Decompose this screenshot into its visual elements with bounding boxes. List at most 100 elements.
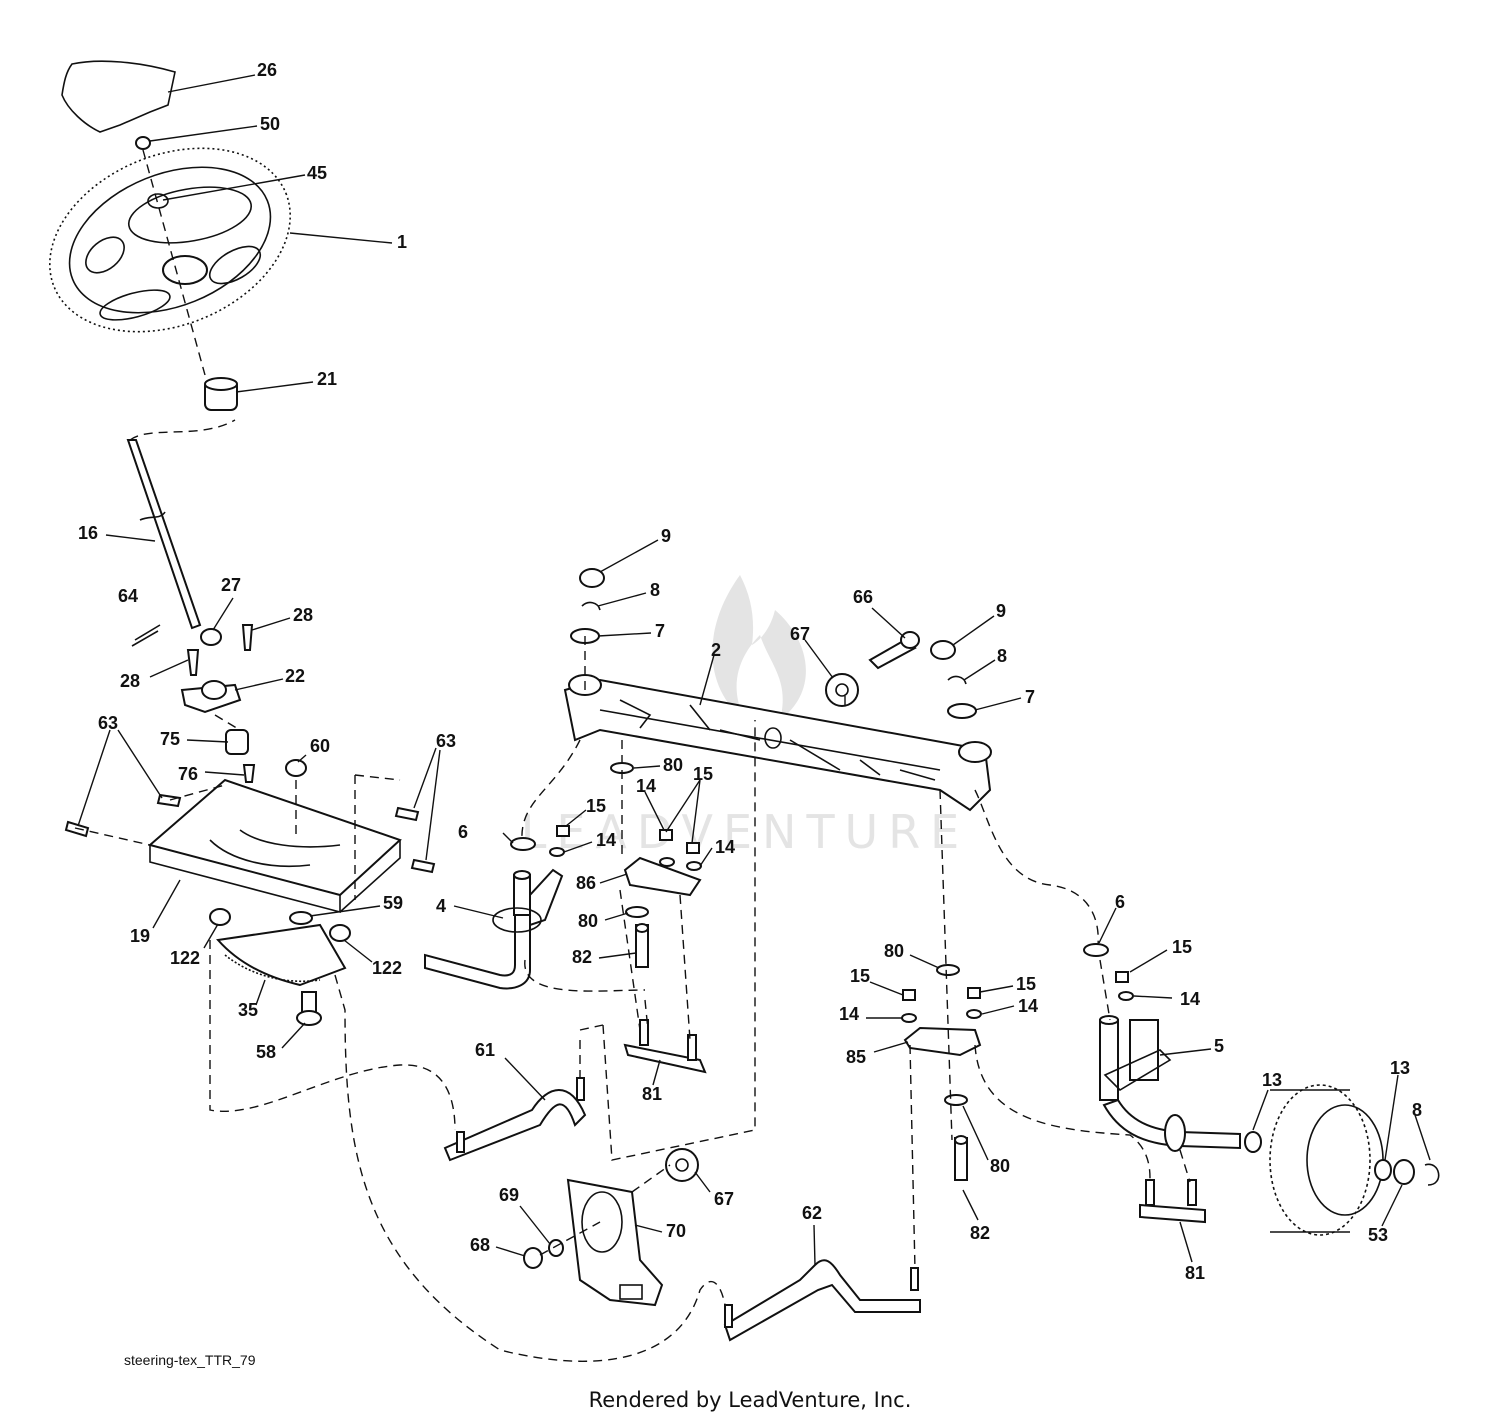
washer-14-a bbox=[549, 847, 565, 857]
washer-13-right bbox=[1374, 1159, 1392, 1181]
render-credit: Rendered by LeadVenture, Inc. bbox=[588, 1388, 912, 1412]
callout-85: 85 bbox=[846, 1047, 866, 1067]
callout-76: 76 bbox=[178, 764, 198, 784]
steering-arm-86 bbox=[623, 856, 702, 897]
callout-68: 68 bbox=[470, 1235, 490, 1255]
callout-53: 53 bbox=[1368, 1225, 1388, 1245]
callout-15-a: 15 bbox=[586, 796, 606, 816]
callout-28-right: 28 bbox=[293, 605, 313, 625]
watermark: LEADVENTURE bbox=[521, 575, 959, 859]
bracket-22 bbox=[180, 680, 242, 714]
spindle-4 bbox=[424, 868, 564, 990]
callout-70: 70 bbox=[666, 1221, 686, 1241]
callout-22: 22 bbox=[285, 666, 305, 686]
callout-14-a: 14 bbox=[596, 830, 616, 850]
nut-60 bbox=[285, 759, 307, 777]
bolt-58 bbox=[296, 991, 322, 1026]
bushing-21 bbox=[204, 377, 238, 411]
washer-27 bbox=[200, 628, 222, 646]
callout-45: 45 bbox=[307, 163, 327, 183]
callout-14-b: 14 bbox=[636, 776, 656, 796]
bracket-70 bbox=[566, 1178, 664, 1307]
callout-80-a: 80 bbox=[663, 755, 683, 775]
diagram-reference-label: steering-tex_TTR_79 bbox=[124, 1352, 256, 1368]
washer-14-f bbox=[1118, 991, 1134, 1001]
callout-69: 69 bbox=[499, 1185, 519, 1205]
callout-64: 64 bbox=[118, 586, 138, 606]
clip-8-left bbox=[581, 601, 601, 611]
leader-lines bbox=[77, 74, 1431, 1266]
callout-14-f: 14 bbox=[1180, 989, 1200, 1009]
callout-13-left: 13 bbox=[1262, 1070, 1282, 1090]
callout-67-top: 67 bbox=[790, 624, 810, 644]
callout-7-right: 7 bbox=[1025, 687, 1035, 707]
steering-arm-85 bbox=[903, 1026, 982, 1057]
callout-62: 62 bbox=[802, 1203, 822, 1223]
callout-63-left: 63 bbox=[98, 713, 118, 733]
callout-8-left: 8 bbox=[650, 580, 660, 600]
seat-cover-26 bbox=[61, 60, 176, 133]
washer-13-left bbox=[1244, 1131, 1262, 1153]
washer-80-c bbox=[936, 964, 960, 976]
washer-59 bbox=[289, 911, 313, 925]
callout-4: 4 bbox=[436, 896, 446, 916]
bolt-63-a bbox=[156, 793, 182, 808]
nut-15-c bbox=[686, 842, 700, 854]
nut-15-f bbox=[1115, 971, 1129, 983]
washer-80-d bbox=[944, 1094, 968, 1106]
callout-66: 66 bbox=[853, 587, 873, 607]
washer-6-left bbox=[510, 837, 536, 851]
washer-14-d bbox=[901, 1013, 917, 1023]
nut-15-a bbox=[556, 825, 570, 837]
washer-69 bbox=[548, 1239, 564, 1257]
callout-14-c: 14 bbox=[715, 837, 735, 857]
steering-plate-19 bbox=[147, 778, 402, 914]
callout-67-bottom: 67 bbox=[714, 1189, 734, 1209]
callout-7-left: 7 bbox=[655, 621, 665, 641]
callout-86: 86 bbox=[576, 873, 596, 893]
callout-75: 75 bbox=[160, 729, 180, 749]
cap-9-left bbox=[579, 568, 605, 588]
callout-6-right: 6 bbox=[1115, 892, 1125, 912]
nut-15-d bbox=[902, 989, 916, 1001]
nut-50 bbox=[135, 136, 151, 150]
bolt-28-right bbox=[241, 624, 254, 651]
washer-14-e bbox=[966, 1009, 982, 1019]
callout-2: 2 bbox=[711, 640, 721, 660]
pivot-67-bottom bbox=[665, 1148, 699, 1182]
callout-35: 35 bbox=[238, 1000, 258, 1020]
sector-gear-35 bbox=[216, 923, 347, 987]
washer-6-right bbox=[1083, 943, 1109, 957]
callout-15-b: 15 bbox=[693, 764, 713, 784]
bolt-63-d bbox=[410, 858, 436, 874]
tie-rod-62 bbox=[723, 1259, 921, 1342]
callout-82-left: 82 bbox=[572, 947, 592, 967]
callout-8-right: 8 bbox=[997, 646, 1007, 666]
pin-64 bbox=[131, 624, 161, 647]
spindle-5 bbox=[1099, 1015, 1241, 1152]
front-axle-2 bbox=[563, 674, 992, 812]
callout-6-left: 6 bbox=[458, 822, 468, 842]
washer-53 bbox=[1393, 1159, 1415, 1185]
nut-68 bbox=[523, 1247, 543, 1269]
ball-joint-82-left bbox=[635, 923, 649, 968]
washer-14-b bbox=[659, 857, 675, 867]
callout-labels: 26 50 45 1 21 16 64 27 28 28 22 63 75 60… bbox=[78, 60, 1422, 1283]
bolt-63-c bbox=[394, 806, 420, 822]
callout-19: 19 bbox=[130, 926, 150, 946]
spacer-122-right bbox=[329, 924, 351, 942]
wheel bbox=[1269, 1084, 1384, 1236]
connection-lines bbox=[74, 149, 1191, 1362]
drag-link-81-right bbox=[1139, 1179, 1206, 1224]
nut-15-e bbox=[967, 987, 981, 999]
callout-13-right: 13 bbox=[1390, 1058, 1410, 1078]
drag-link-81-left bbox=[623, 1019, 707, 1074]
washer-80-b bbox=[625, 906, 649, 918]
gear-75 bbox=[225, 729, 249, 755]
callout-63-right: 63 bbox=[436, 731, 456, 751]
callout-28-left: 28 bbox=[120, 671, 140, 691]
callout-8-wheel: 8 bbox=[1412, 1100, 1422, 1120]
callout-27: 27 bbox=[221, 575, 241, 595]
callout-58: 58 bbox=[256, 1042, 276, 1062]
